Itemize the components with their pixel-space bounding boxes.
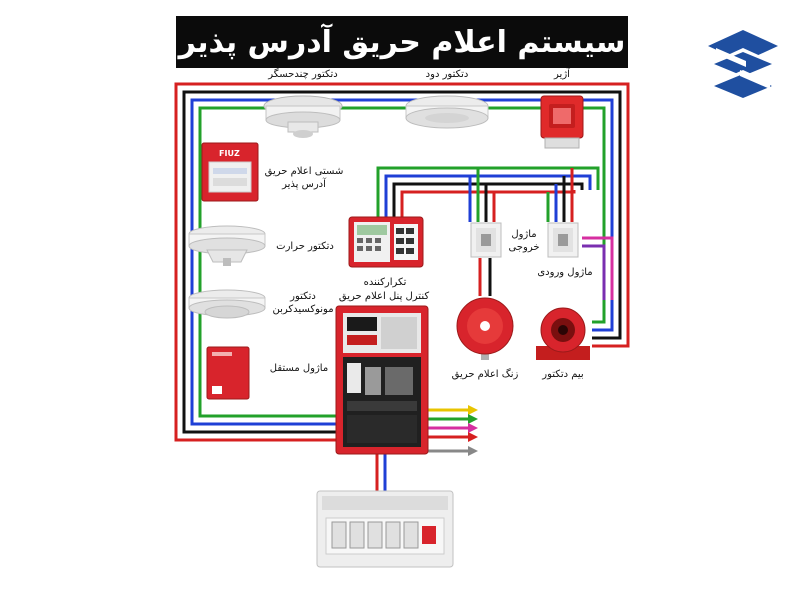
repeater-bus-wires — [376, 166, 600, 222]
call-point-brand: FIUZ — [219, 149, 240, 158]
input-module-icon — [547, 222, 579, 258]
manual-call-point-label-2: آدرس پذیر — [282, 179, 326, 190]
repeater-label-1: تکرارکننده — [363, 277, 407, 288]
independent-module-label: ماژول مستقل — [269, 363, 329, 374]
smoke-detector-icon — [405, 95, 489, 129]
main-loop-wires — [174, 82, 630, 442]
co-detector-label-1: دتکتور — [290, 291, 316, 302]
co-detector-label-2: مونوکسیدکربن — [272, 304, 334, 315]
output-module-label-2: خروجی — [508, 242, 540, 253]
manual-call-point-icon: FIUZ — [201, 142, 259, 202]
output-module-icon — [470, 222, 502, 258]
page-title: سیستم اعلام حریق آدرس پذیر — [178, 24, 626, 60]
fire-alarm-control-panel-icon — [335, 305, 429, 455]
repeater-panel-icon — [348, 216, 424, 268]
heat-detector-label: دتکتور حرارت — [276, 241, 334, 252]
input-module-wires — [582, 236, 614, 300]
output-module-wires — [478, 258, 492, 296]
beam-detector-label: بیم دتکتور — [542, 369, 584, 380]
beam-detector-icon — [536, 307, 590, 360]
input-module-label: ماژول ورودی — [537, 267, 593, 278]
independent-module-icon — [206, 346, 250, 400]
heat-detector-icon — [188, 225, 266, 266]
power-wires — [375, 452, 387, 492]
power-distribution-box-icon — [316, 490, 454, 568]
siren-icon — [540, 95, 584, 149]
title-bar: سیستم اعلام حریق آدرس پذیر — [176, 16, 628, 68]
fire-bell-label: زنگ اعلام حریق — [451, 369, 519, 380]
output-module-label-1: ماژول — [511, 229, 537, 240]
smoke-detector-label: دتکتور دود — [425, 69, 469, 80]
co-detector-icon — [188, 289, 266, 319]
siren-label: آژیر — [554, 69, 570, 80]
repeater-label-2: کنترل پنل اعلام حریق — [338, 291, 430, 302]
panel-output-arrows — [428, 405, 478, 456]
multi-sensor-detector-label: دتکتور چندحسگر — [268, 69, 338, 80]
multi-sensor-detector-icon — [263, 95, 343, 138]
manual-call-point-label-1: شستی اعلام حریق — [264, 166, 344, 177]
stacked-s-logo-icon — [708, 30, 778, 102]
fire-bell-icon — [456, 297, 514, 360]
